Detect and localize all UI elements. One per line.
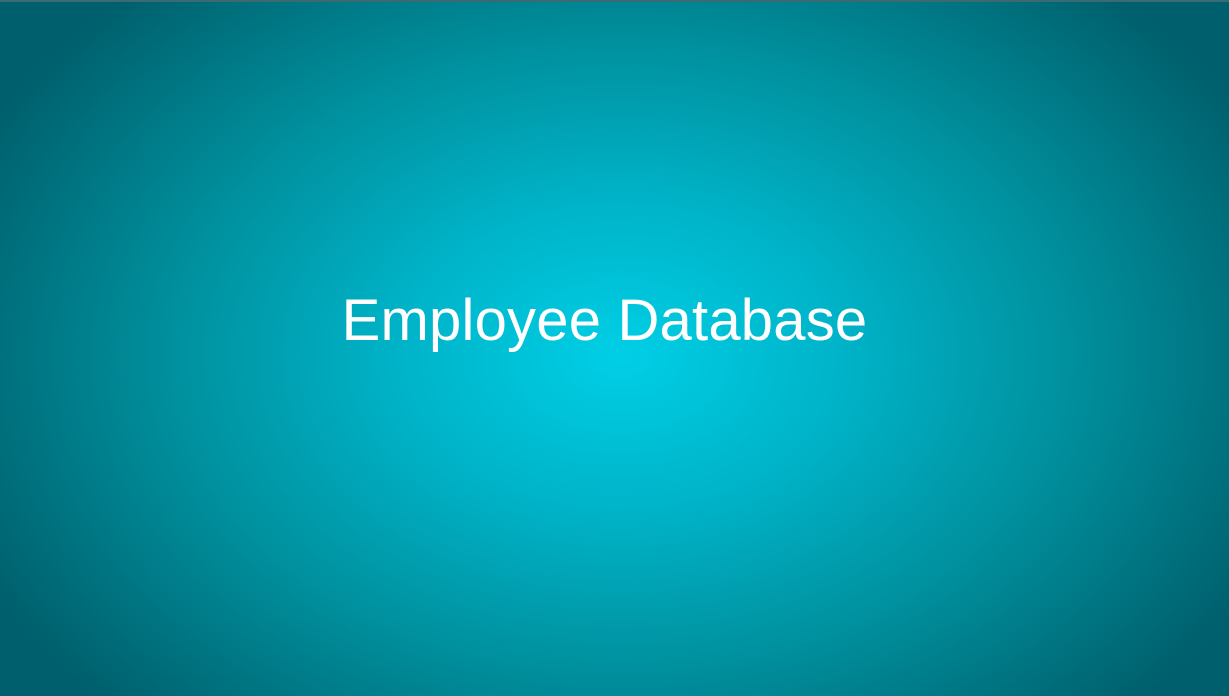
- window-top-border: [0, 0, 1229, 2]
- splash-title: Employee Database: [341, 288, 868, 353]
